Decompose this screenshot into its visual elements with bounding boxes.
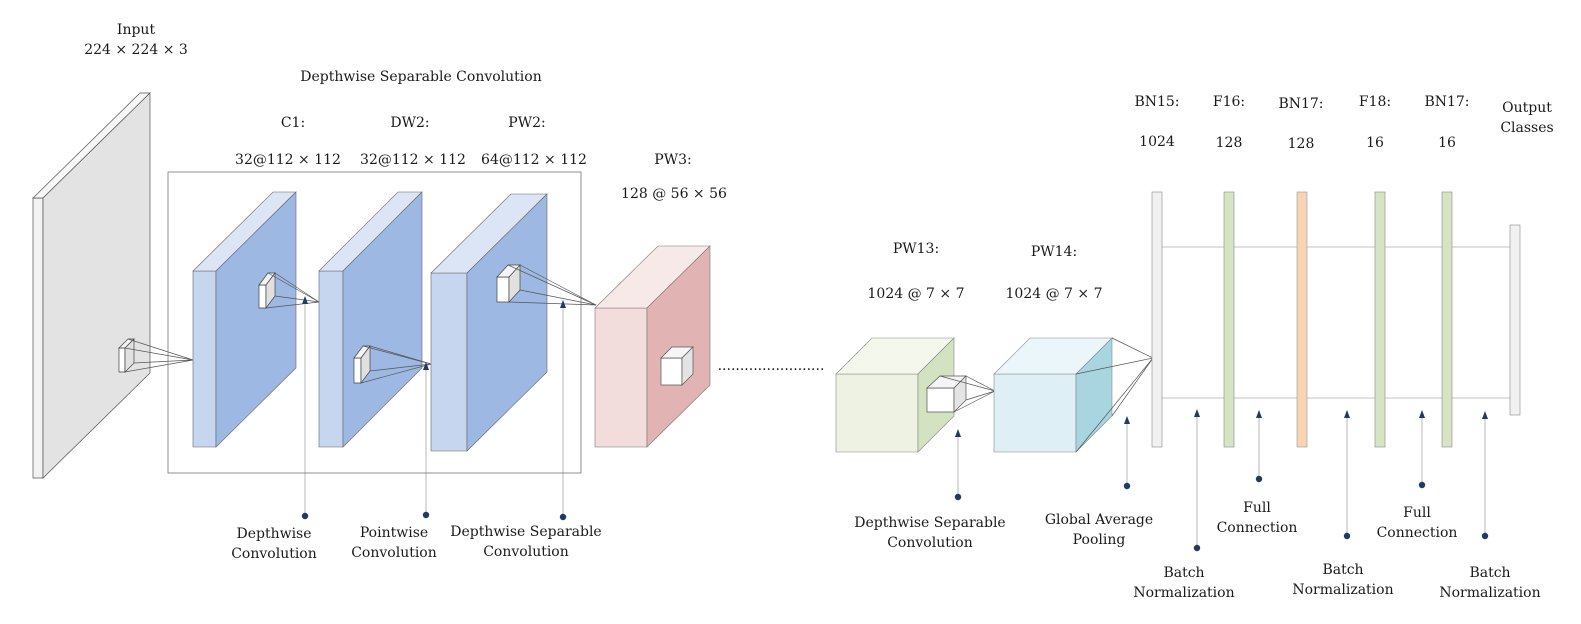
c1-side [215,191,297,448]
pointwise-annot-line2: Convolution [351,545,437,561]
bn-c-annot-line2: Normalization [1439,585,1540,601]
bn-a-annot-line1: Batch [1163,565,1204,581]
pointer-dot [1123,482,1131,490]
depthwise-annot-line1: Depthwise [236,526,311,542]
pw13-block: PW13: 1024 @ 7 × 7 [835,241,996,453]
c1-front [192,270,217,448]
c1-kernel-front [258,284,267,309]
input-slab-side [42,92,151,479]
bn-b-annot-line1: Batch [1322,562,1363,578]
pw14-label: PW14: [1031,244,1077,260]
pw13-label: PW13: [893,241,939,257]
pw13-front [835,373,919,453]
pointer-dot [422,511,430,519]
pw3-label: PW3: [654,152,691,168]
output-label-line2: Classes [1500,120,1553,136]
dsc2-annot-line2: Convolution [887,535,973,551]
pointer-dot [559,513,567,521]
pointer-dot [1343,532,1351,540]
dsc2-annot-line1: Depthwise Separable [854,515,1005,531]
dw2-block: DW2: 32@112 × 112 [318,115,466,448]
pointer-dot [1255,475,1263,483]
bn15-size: 1024 [1139,134,1175,150]
annotation-labels: Depthwise Convolution Pointwise Convolut… [231,500,1540,601]
dw2-label: DW2: [390,115,429,131]
output-bar [1509,224,1521,416]
depthwise-annot-line2: Convolution [231,546,317,562]
pw3-front [594,307,648,448]
gap-annot-line2: Pooling [1073,532,1126,548]
pw13-dims: 1024 @ 7 × 7 [868,286,965,302]
fc-a-annot-line1: Full [1243,500,1271,516]
pointer-dot [1193,544,1201,552]
f16-size: 128 [1216,135,1243,151]
dw2-front [318,270,344,448]
dsc1-annot-line2: Convolution [483,544,569,560]
dsc-group-title: Depthwise Separable Convolution [300,69,541,85]
bn17b-size: 16 [1438,135,1456,151]
pointer-dot [954,493,962,501]
input-layer: Input 224 × 224 × 3 [32,22,194,479]
bn15-label: BN15: [1134,94,1179,110]
dw2-dims: 32@112 × 112 [360,152,466,168]
pw2-front [430,272,468,452]
fc-b-annot-line2: Connection [1377,525,1458,541]
fc-a-annot-line2: Connection [1217,520,1298,536]
input-dims: 224 × 224 × 3 [84,42,188,58]
pw2-dims: 64@112 × 112 [481,152,587,168]
input-slab-front [32,197,44,479]
dsc-group-box [167,171,582,474]
pw14-front [993,373,1077,453]
input-title: Input [117,22,156,38]
pw2-label: PW2: [508,115,545,131]
input-kernel-front [118,347,126,373]
dsc1-annot-line1: Depthwise Separable [450,524,601,540]
bn-c-annot-line1: Batch [1469,565,1510,581]
output-label-line1: Output [1502,100,1552,116]
f18-bar [1374,191,1386,448]
pw3-dims: 128 @ 56 × 56 [621,186,727,202]
pw14-block: PW14: 1024 @ 7 × 7 [993,244,1154,453]
pw3-side [646,245,711,448]
pw13-kernel-front [926,387,955,413]
dense-section: BN15: 1024 F16: 128 BN17: 128 F18: 16 BN… [1134,94,1554,448]
pw2-kernel-front [496,276,510,303]
bn17a-size: 128 [1288,136,1315,152]
pointwise-annot-line1: Pointwise [360,525,428,541]
pw3-block: PW3: 128 @ 56 × 56 [594,152,727,448]
ellipsis-dots: ........................ [718,358,825,374]
pw14-dims: 1024 @ 7 × 7 [1006,286,1103,302]
bn15-bar [1151,191,1163,448]
c1-block: C1: 32@112 × 112 [192,115,341,448]
bn17a-label: BN17: [1278,96,1323,112]
dw2-kernel-front [353,357,362,384]
pw2-side [466,193,548,452]
annotation-pointers [301,296,1489,552]
pw3-kernel-side [681,346,694,386]
bn-a-annot-line2: Normalization [1133,585,1234,601]
bn17b-label: BN17: [1424,94,1469,110]
f18-size: 16 [1366,135,1384,151]
pw3-kernel-front [660,357,683,386]
bn-b-annot-line2: Normalization [1292,582,1393,598]
gap-annot-line1: Global Average [1045,512,1153,528]
pw2-block: PW2: 64@112 × 112 [430,115,597,452]
pointer-dot [301,512,309,520]
f18-label: F18: [1359,94,1391,110]
pointer-dot [1418,481,1426,489]
pointer-dot [1481,532,1489,540]
bn17b-bar [1441,191,1453,448]
bn17a-bar [1296,191,1308,448]
f16-label: F16: [1213,94,1245,110]
c1-dims: 32@112 × 112 [235,152,341,168]
dw2-side [342,191,423,448]
f16-bar [1223,191,1235,448]
fc-b-annot-line1: Full [1403,505,1431,521]
c1-label: C1: [281,115,305,131]
